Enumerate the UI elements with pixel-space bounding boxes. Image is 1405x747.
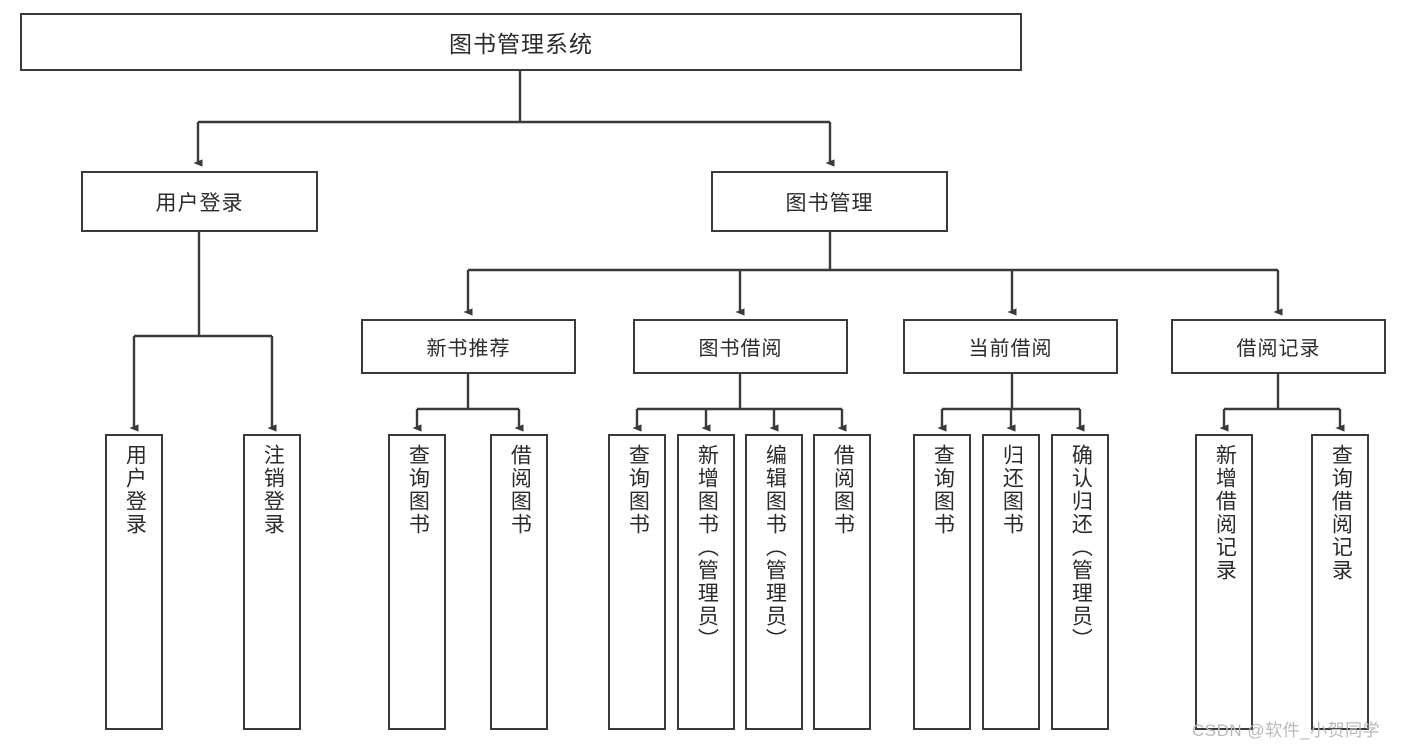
node-user-login-label: 用户登录 bbox=[155, 191, 244, 215]
node-new-book-recommend[interactable]: 新书推荐 bbox=[361, 319, 576, 374]
node-new-book-recommend-label: 新书推荐 bbox=[426, 338, 511, 360]
node-leaf-user-logout[interactable]: 注销登录 bbox=[243, 434, 301, 730]
node-current-borrow[interactable]: 当前借阅 bbox=[903, 319, 1118, 374]
node-leaf-borrow-book-2-label: 借阅图书 bbox=[831, 444, 855, 536]
node-leaf-query-book-3-label: 查询图书 bbox=[931, 444, 955, 536]
node-book-borrow[interactable]: 图书借阅 bbox=[633, 319, 848, 374]
node-leaf-return-book[interactable]: 归还图书 bbox=[982, 434, 1040, 730]
node-leaf-edit-book[interactable]: 编辑图书（管理员） bbox=[745, 434, 803, 730]
node-leaf-borrow-book-1[interactable]: 借阅图书 bbox=[490, 434, 548, 730]
node-leaf-borrow-book-2[interactable]: 借阅图书 bbox=[813, 434, 871, 730]
node-leaf-borrow-book-1-label: 借阅图书 bbox=[508, 444, 532, 536]
node-leaf-edit-book-label: 编辑图书（管理员） bbox=[763, 444, 787, 651]
node-leaf-user-login[interactable]: 用户登录 bbox=[105, 434, 163, 730]
node-leaf-add-book-label: 新增图书（管理员） bbox=[695, 444, 719, 651]
node-book-manage-label: 图书管理 bbox=[785, 191, 874, 215]
node-borrow-record-label: 借阅记录 bbox=[1236, 338, 1321, 360]
node-root[interactable]: 图书管理系统 bbox=[20, 13, 1022, 71]
node-leaf-query-record[interactable]: 查询借阅记录 bbox=[1311, 434, 1369, 730]
node-leaf-confirm-return[interactable]: 确认归还（管理员） bbox=[1051, 434, 1109, 730]
node-leaf-query-record-label: 查询借阅记录 bbox=[1329, 444, 1353, 582]
node-borrow-record[interactable]: 借阅记录 bbox=[1171, 319, 1386, 374]
node-user-login[interactable]: 用户登录 bbox=[81, 171, 318, 232]
node-leaf-add-record-label: 新增借阅记录 bbox=[1213, 444, 1237, 582]
node-leaf-query-book-2-label: 查询图书 bbox=[626, 444, 650, 536]
node-root-label: 图书管理系统 bbox=[449, 31, 593, 57]
node-leaf-query-book-1[interactable]: 查询图书 bbox=[388, 434, 446, 730]
node-leaf-query-book-3[interactable]: 查询图书 bbox=[913, 434, 971, 730]
node-leaf-query-book-2[interactable]: 查询图书 bbox=[608, 434, 666, 730]
csdn-watermark: CSDN @软件_小贺同学 bbox=[1192, 721, 1381, 740]
node-leaf-add-record[interactable]: 新增借阅记录 bbox=[1195, 434, 1253, 730]
node-book-manage[interactable]: 图书管理 bbox=[711, 171, 948, 232]
node-leaf-confirm-return-label: 确认归还（管理员） bbox=[1069, 444, 1093, 651]
node-leaf-user-login-label: 用户登录 bbox=[123, 444, 147, 536]
node-leaf-user-logout-label: 注销登录 bbox=[261, 444, 285, 536]
node-leaf-add-book[interactable]: 新增图书（管理员） bbox=[677, 434, 735, 730]
node-leaf-return-book-label: 归还图书 bbox=[1000, 444, 1024, 536]
node-current-borrow-label: 当前借阅 bbox=[968, 338, 1053, 360]
node-leaf-query-book-1-label: 查询图书 bbox=[406, 444, 430, 536]
node-book-borrow-label: 图书借阅 bbox=[698, 338, 783, 360]
